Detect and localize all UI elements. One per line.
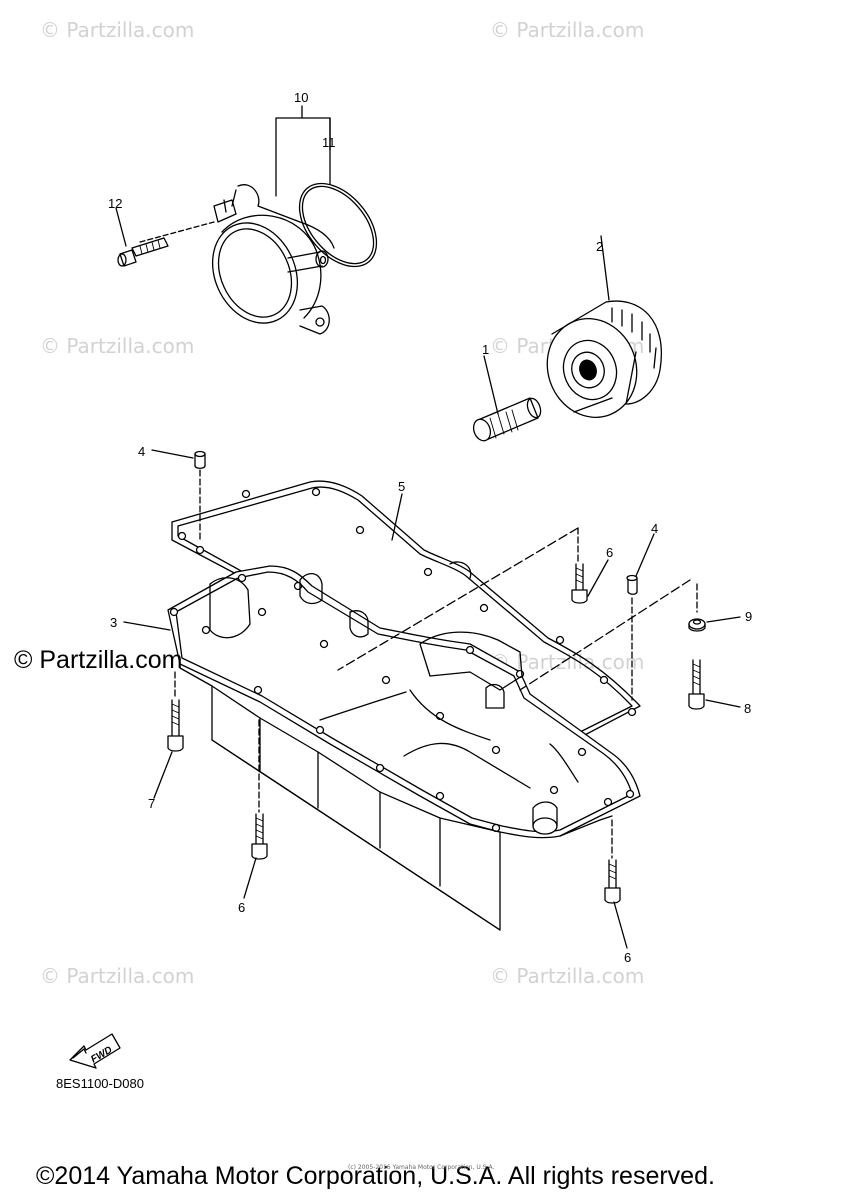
callout-4: 4 [651,521,658,536]
callout-9: 9 [745,609,752,624]
callout-2: 2 [596,239,603,254]
oil-cooler[interactable] [197,184,335,337]
watermark: © Partzilla.com [490,964,645,988]
callout-3: 3 [110,615,117,630]
watermark: © Partzilla.com [490,18,645,42]
bolt-7[interactable] [167,671,184,752]
bolt-6[interactable] [337,527,588,671]
callout-6: 6 [624,950,631,965]
oil-filter[interactable] [534,235,662,430]
dowel-pin[interactable] [194,450,206,541]
watermark: © Partzilla.com [40,964,195,988]
callout-12: 12 [108,196,122,211]
watermark: © Partzilla.com [40,18,195,42]
bolt-6[interactable] [604,819,621,904]
callout-6: 6 [238,900,245,915]
bolt-6[interactable] [251,719,268,860]
o-ring[interactable] [284,169,392,281]
oil-pan[interactable] [167,565,641,931]
callout-8: 8 [744,701,751,716]
callout-10: 10 [294,90,308,105]
callout-1: 1 [482,342,489,357]
callout-11: 11 [322,135,336,150]
callout-5: 5 [398,479,405,494]
callout-7: 7 [148,796,155,811]
small-copyright: (c) 2005-2016 Yamaha Motor Corporation, … [348,1164,495,1171]
callout-6: 6 [606,545,613,560]
dowel-pin[interactable] [626,574,638,701]
fwd-arrow-icon [69,1033,121,1069]
copyright-notice: ©2014 Yamaha Motor Corporation, U.S.A. A… [36,1162,715,1190]
diagram-code: 8ES1100-D080 [56,1076,144,1091]
washer[interactable] [688,618,706,632]
watermark: © Partzilla.com [40,334,195,358]
watermark-main: © Partzilla.com [14,646,183,674]
callout-4: 4 [138,444,145,459]
bolt-8[interactable] [519,579,705,710]
bolt-12[interactable] [117,221,215,267]
union-bolt[interactable] [471,355,543,443]
